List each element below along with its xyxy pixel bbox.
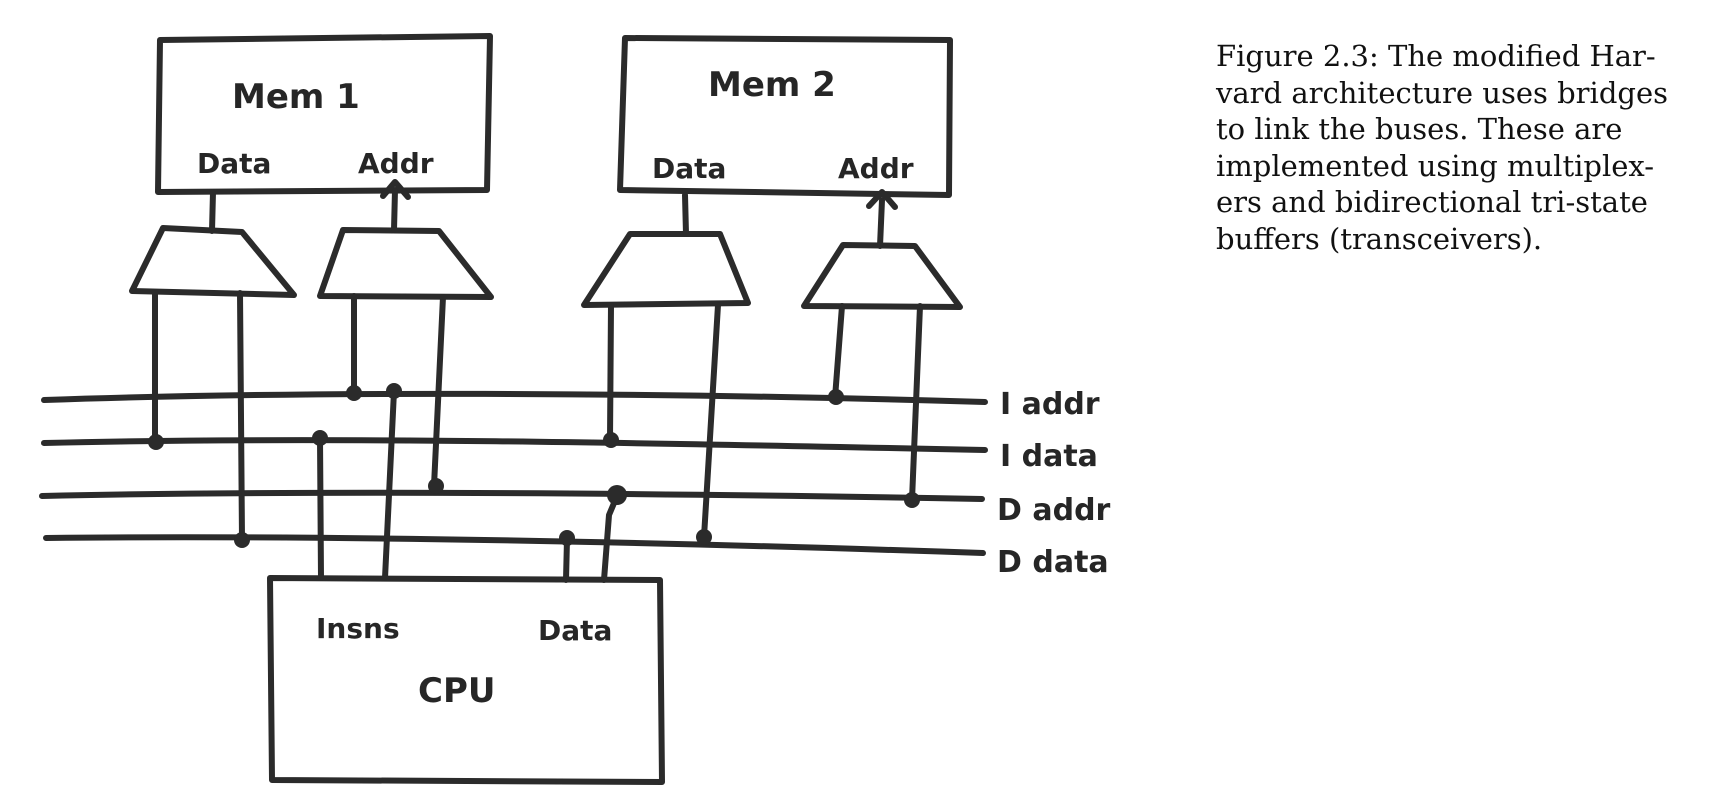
bus-i-data <box>41 437 988 453</box>
bus-label-d-data: D data <box>997 545 1109 580</box>
mem1-addr-port-label: Addr <box>358 147 434 180</box>
cpu-data-port-label: Data <box>538 614 612 647</box>
mux-mem1-data <box>129 189 297 298</box>
bus-d-addr <box>39 489 985 502</box>
cpu-title: CPU <box>418 671 495 711</box>
caption-line: buffers (transceivers). <box>1216 221 1543 256</box>
mem2-data-port-label: Data <box>652 152 726 185</box>
cpu-block: Insns Data CPU <box>267 575 665 785</box>
bus-d-data <box>43 534 986 556</box>
mux-mem2-addr <box>801 189 963 310</box>
mem2-addr-port-label: Addr <box>838 152 914 185</box>
caption-line: implemented using multiplex- <box>1216 148 1655 183</box>
bus-label-i-data: I data <box>1000 439 1098 474</box>
mem1-data-port-label: Data <box>197 147 271 180</box>
caption-line: ers and bidirectional tri-state <box>1216 185 1648 219</box>
mux-mem2-data <box>581 192 751 308</box>
mem1-title: Mem 1 <box>232 77 360 117</box>
mem2-block: Mem 2 Data Addr <box>617 35 953 198</box>
caption-line: to link the buses. These are <box>1216 112 1623 146</box>
mem1-block: Mem 1 Data Addr <box>155 33 493 195</box>
mux-mem1-addr <box>317 179 494 300</box>
bus-lines <box>39 390 988 556</box>
bus-label-d-addr: D addr <box>997 493 1111 528</box>
mux-to-bus-wires <box>152 290 923 543</box>
bus-label-i-addr: I addr <box>1000 387 1100 422</box>
mem2-title: Mem 2 <box>708 65 836 105</box>
cpu-to-bus-wires <box>317 388 620 583</box>
bus-junctions <box>148 383 920 548</box>
figure-caption: Figure 2.3: The modified Har- vard archi… <box>1216 38 1696 257</box>
caption-line: vard architecture uses bridges <box>1216 75 1668 110</box>
caption-line: Figure 2.3: The modified Har- <box>1216 39 1656 73</box>
cpu-insns-port-label: Insns <box>316 612 400 645</box>
